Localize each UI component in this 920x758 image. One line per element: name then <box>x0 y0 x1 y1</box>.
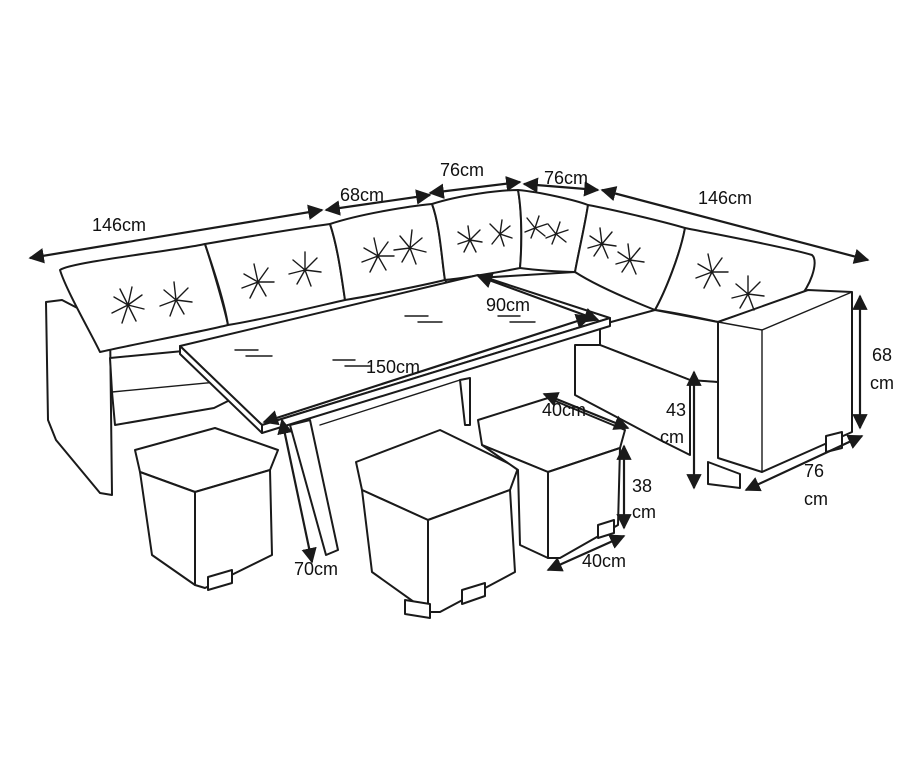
dimension-labels: 146cm 68cm 76cm 76cm 146cm 90cm 150cm 70… <box>92 160 894 579</box>
stool-right-side <box>481 444 549 559</box>
dimension-lines <box>28 176 870 572</box>
label-seat-height-value: 43 <box>666 400 686 420</box>
dim-line-sofa-depth <box>744 434 864 492</box>
back-cushion-3 <box>329 203 446 301</box>
dim-line-corner-76b <box>522 177 600 197</box>
stool-left-front <box>194 469 273 589</box>
dim-line-table-width <box>476 273 600 323</box>
stool-left-side <box>139 471 196 586</box>
dim-line-table-length <box>262 313 592 426</box>
stool-middle <box>355 429 519 619</box>
stool-left <box>134 427 279 591</box>
label-table-length: 150cm <box>366 357 420 377</box>
label-stool-height-value: 38 <box>632 476 652 496</box>
stool-right-foot <box>597 519 615 539</box>
table-leg-back <box>459 377 471 426</box>
dim-line-sofa-left <box>28 204 324 264</box>
sofa-right-arm <box>717 289 853 473</box>
label-stool-top-width: 40cm <box>542 400 586 420</box>
sofa-foot-right-1 <box>707 461 741 489</box>
label-corner-76b: 76cm <box>544 168 588 188</box>
label-back-height-value: 68 <box>872 345 892 365</box>
label-table-width: 90cm <box>486 295 530 315</box>
dim-line-stool-top <box>542 392 630 430</box>
dim-line-sofa-right <box>600 186 870 264</box>
stool-middle-foot-1 <box>404 599 431 619</box>
dim-line-corner-76a <box>428 176 522 199</box>
label-stool-height-unit: cm <box>632 502 656 522</box>
label-seat-height-unit: cm <box>660 427 684 447</box>
label-sofa-depth-value: 76 <box>804 461 824 481</box>
label-table-height: 70cm <box>294 559 338 579</box>
stool-left-foot <box>207 569 233 591</box>
back-cushion-4 <box>431 189 523 281</box>
dim-line-table-height <box>277 418 317 564</box>
stool-middle-foot-2 <box>461 582 486 605</box>
label-sofa-left-length: 146cm <box>92 215 146 235</box>
dim-line-stool-depth <box>546 534 626 572</box>
dim-line-seat-68 <box>324 189 432 216</box>
label-sofa-depth-unit: cm <box>804 489 828 509</box>
label-seat-68: 68cm <box>340 185 384 205</box>
label-corner-76a: 76cm <box>440 160 484 180</box>
label-sofa-right-length: 146cm <box>698 188 752 208</box>
label-stool-depth: 40cm <box>582 551 626 571</box>
label-back-height-unit: cm <box>870 373 894 393</box>
back-cushion-2 <box>204 223 346 326</box>
